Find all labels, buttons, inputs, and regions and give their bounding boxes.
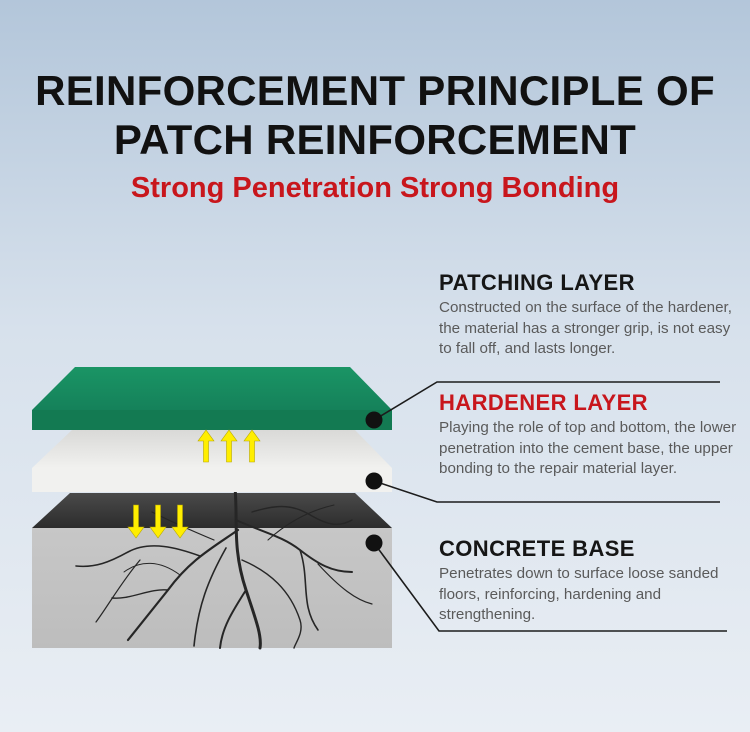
leader-line-patching <box>373 381 720 421</box>
page-title: REINFORCEMENT PRINCIPLE OF PATCH REINFOR… <box>0 66 750 164</box>
dot-patching <box>365 411 383 429</box>
concrete-base-top <box>32 493 392 528</box>
subtitle: Strong Penetration Strong Bonding <box>130 172 620 204</box>
hardener-layer <box>32 430 392 492</box>
label-desc-concrete: Penetrates down to surface loose sanded … <box>439 565 719 623</box>
label-desc-patching: Constructed on the surface of the harden… <box>439 299 732 357</box>
concrete-base-layer <box>32 486 392 650</box>
label-title-patching: PATCHING LAYER <box>439 270 635 295</box>
label-hardener: HARDENER LAYER Playing the role of top a… <box>439 390 739 480</box>
hardener-layer-front <box>32 468 392 492</box>
arrow-down-icon <box>127 504 189 539</box>
leader-line-hardener <box>373 480 720 503</box>
patching-layer-top <box>32 367 392 410</box>
concrete-base-front <box>32 528 392 648</box>
patching-layer <box>32 367 392 430</box>
arrow-up-icon <box>197 429 261 463</box>
label-title-concrete: CONCRETE BASE <box>439 536 635 561</box>
label-patching: PATCHING LAYER Constructed on the surfac… <box>439 270 739 360</box>
label-title-hardener: HARDENER LAYER <box>439 390 648 415</box>
hardener-layer-top <box>32 430 392 468</box>
patching-layer-front <box>32 410 392 430</box>
leader-line-concrete <box>373 542 727 632</box>
label-concrete: CONCRETE BASE Penetrates down to surface… <box>439 536 729 626</box>
title-line-2: PATCH REINFORCEMENT <box>113 116 637 163</box>
dot-concrete <box>365 534 383 552</box>
leader-lines <box>373 381 727 632</box>
label-desc-hardener: Playing the role of top and bottom, the … <box>439 419 737 477</box>
dot-hardener <box>365 472 383 490</box>
title-line-1: REINFORCEMENT PRINCIPLE OF <box>35 67 715 114</box>
